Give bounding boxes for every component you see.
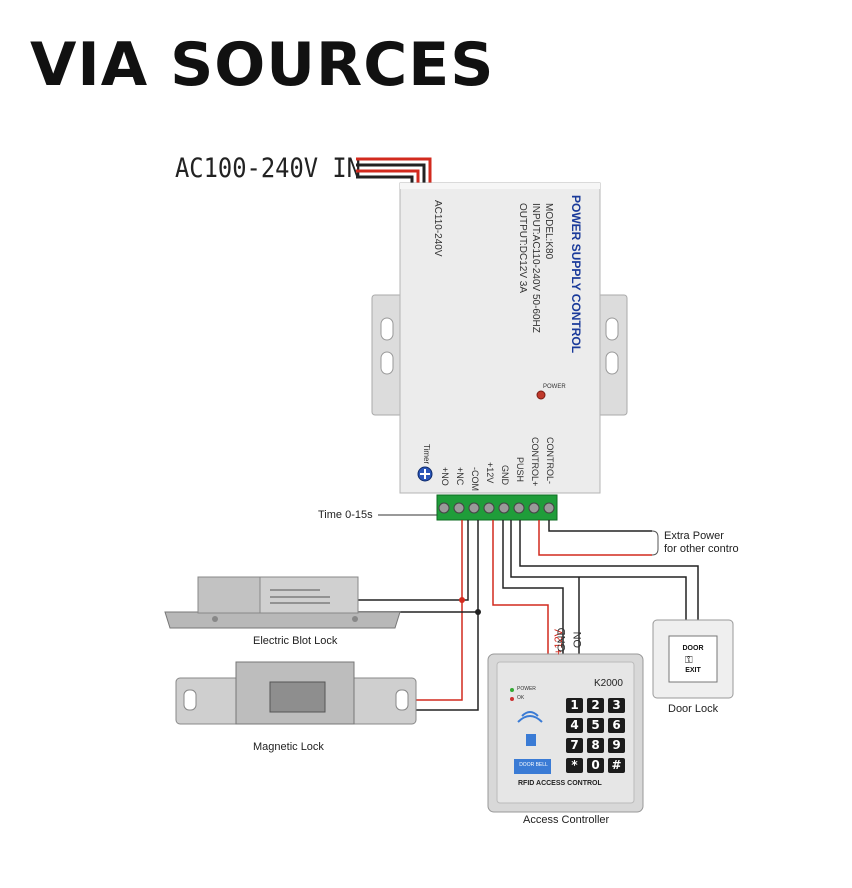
- wire-label-gnd: GND: [556, 627, 568, 652]
- keypad-key-9[interactable]: 9: [608, 738, 625, 753]
- keypad-key-2[interactable]: 2: [587, 698, 604, 713]
- keypad-key-3[interactable]: 3: [608, 698, 625, 713]
- power-led-label: POWER: [543, 384, 566, 390]
- psu-body: [399, 182, 601, 494]
- keypad-power-indicator: POWER: [517, 686, 536, 692]
- ac-input-label: AC100-240V IN: [175, 153, 361, 184]
- keypad-brand: K2000: [594, 678, 623, 689]
- terminal-label-control-plus: CONTROL+: [530, 437, 540, 487]
- terminal-block: [436, 494, 558, 521]
- psu-input-rating: INPUT:AC110-240V 50-60HZ: [530, 203, 541, 333]
- access-controller-graphic: [487, 653, 644, 813]
- keypad-key-hash[interactable]: #: [608, 758, 625, 773]
- terminal-label-gnd: GND: [500, 465, 510, 485]
- magnetic-lock-graphic: [175, 661, 417, 725]
- exit-button-exit-text: EXIT: [685, 667, 701, 674]
- psu-side-label: AC110-240V: [432, 200, 443, 257]
- rfid-label: RFID ACCESS CONTROL: [518, 780, 602, 787]
- timer-label: Timer: [422, 444, 431, 465]
- exit-button-graphic: [652, 619, 734, 699]
- keypad-key-8[interactable]: 8: [587, 738, 604, 753]
- exit-button-door-text: DOOR: [682, 645, 704, 652]
- keypad-key-1[interactable]: 1: [566, 698, 583, 713]
- power-led: [536, 390, 546, 400]
- psu-model: MODEL:K80: [543, 203, 554, 260]
- access-controller-label: Access Controller: [523, 814, 610, 826]
- keypad-key-4[interactable]: 4: [566, 718, 583, 733]
- keypad-key-7[interactable]: 7: [566, 738, 583, 753]
- keypad-key-6[interactable]: 6: [608, 718, 625, 733]
- psu-output-rating: OUTPUT:DC12V 3A: [517, 203, 528, 294]
- terminal-label-12v: +12V: [485, 462, 495, 484]
- door-lock-label: Door Lock: [668, 703, 719, 715]
- extra-power-sublabel: for other contro: [664, 543, 739, 555]
- key-icon: ⚿: [685, 655, 693, 666]
- magnetic-lock-label: Magnetic Lock: [253, 741, 324, 753]
- time-label: Time 0-15s: [318, 509, 373, 521]
- keypad-key-0[interactable]: 0: [587, 758, 604, 773]
- electric-bolt-lock-label: Electric Blot Lock: [253, 635, 338, 647]
- keypad-key-5[interactable]: 5: [587, 718, 604, 733]
- wire-label-on: ON: [572, 631, 584, 649]
- psu-title: POWER SUPPLY CONTROL: [569, 195, 583, 354]
- doorbell-label: DOOR BELL: [519, 762, 548, 768]
- keypad-ok-indicator: OK: [517, 695, 525, 701]
- headline: VIA SOURCES: [30, 30, 495, 100]
- terminal-label-no: +NO: [440, 467, 450, 486]
- mount-bracket-left: [371, 294, 405, 416]
- extra-power-label: Extra Power: [664, 530, 724, 542]
- terminal-label-com: -COM: [470, 467, 480, 491]
- electric-bolt-lock-graphic: [164, 576, 401, 629]
- ac-input-wires: [356, 157, 432, 186]
- terminal-label-control-minus: CONTROL-: [545, 437, 555, 484]
- keypad-key-star[interactable]: *: [566, 758, 583, 773]
- terminal-label-nc: +NC: [455, 467, 465, 486]
- terminal-label-push: PUSH: [515, 457, 525, 483]
- mount-bracket-right: [594, 294, 628, 416]
